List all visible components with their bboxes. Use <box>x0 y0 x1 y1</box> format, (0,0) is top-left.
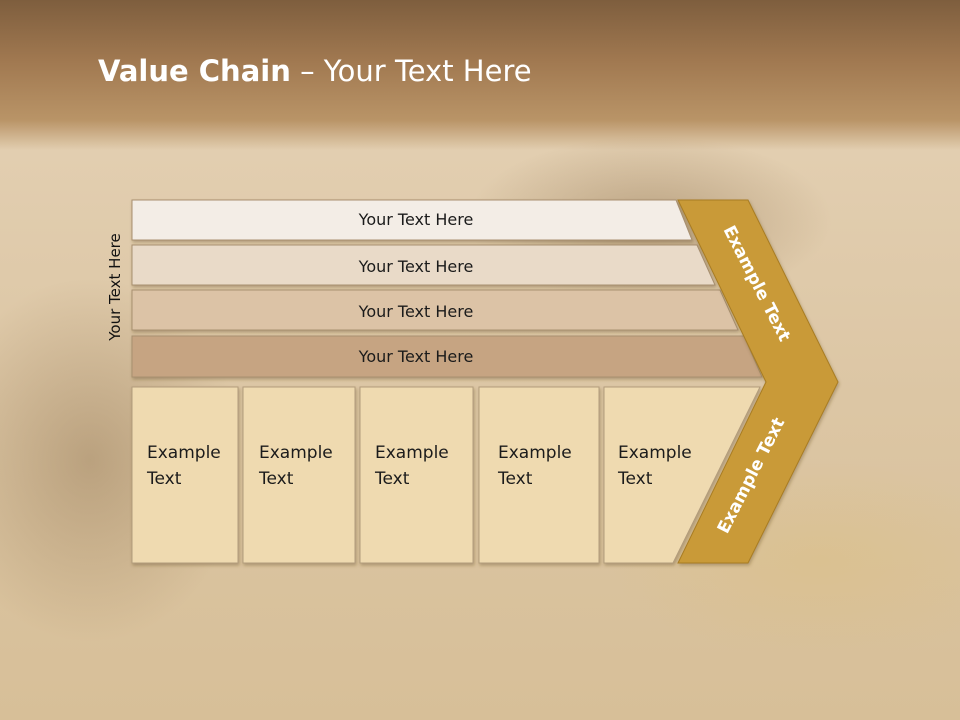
box-1-shape <box>131 386 239 564</box>
chevron-arrow: Example Text Example Text <box>677 199 839 564</box>
bar-2-shape <box>131 244 716 286</box>
box-4-shape <box>478 386 600 564</box>
bar-row-1: Your Text Here <box>131 199 693 241</box>
title-rest: – Your Text Here <box>290 54 532 88</box>
box-2-line1: Example <box>259 443 333 463</box>
box-4-line1: Example <box>498 443 572 463</box>
bar-row-4: Your Text Here <box>131 335 763 378</box>
bar-4-label: Your Text Here <box>358 347 474 366</box>
box-3-line2: Text <box>374 469 410 489</box>
box-4-line2: Text <box>497 469 533 489</box>
bar-2-label: Your Text Here <box>358 257 474 276</box>
box-4: Example Text <box>478 386 600 564</box>
bar-1-shape <box>131 199 693 241</box>
box-5-line1: Example <box>618 443 692 463</box>
bar-row-3: Your Text Here <box>131 289 739 331</box>
box-2-shape <box>242 386 356 564</box>
box-1-line2: Text <box>146 469 182 489</box>
slide-title: Value Chain – Your Text Here <box>98 54 532 88</box>
box-5: Example Text <box>603 386 761 564</box>
box-1-line1: Example <box>147 443 221 463</box>
box-5-line2: Text <box>617 469 653 489</box>
box-5-shape <box>603 386 761 564</box>
box-2-line2: Text <box>258 469 294 489</box>
box-3: Example Text <box>359 386 474 564</box>
title-bold: Value Chain <box>98 54 291 88</box>
box-3-line1: Example <box>375 443 449 463</box>
bar-row-2: Your Text Here <box>131 244 716 286</box>
bar-3-label: Your Text Here <box>358 302 474 321</box>
bar-1-label: Your Text Here <box>358 210 474 229</box>
box-1: Example Text <box>131 386 239 564</box>
bar-4-shape <box>131 335 763 378</box>
bar-3-shape <box>131 289 739 331</box>
box-3-shape <box>359 386 474 564</box>
chevron-shape <box>677 199 839 564</box>
box-2: Example Text <box>242 386 356 564</box>
